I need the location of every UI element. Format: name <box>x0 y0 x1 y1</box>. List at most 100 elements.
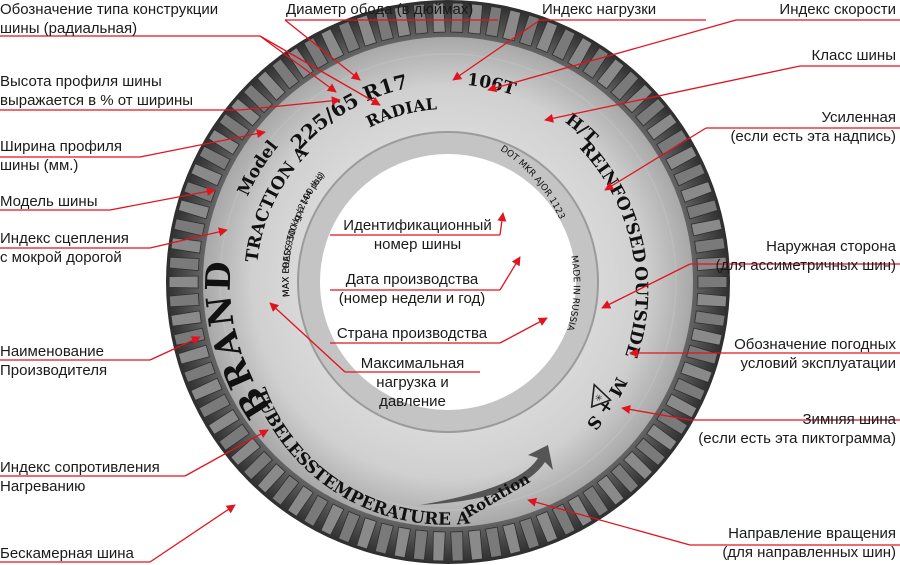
label-production-date: Дата производства (номер недели и год) <box>338 271 486 307</box>
tread-block <box>551 28 576 61</box>
tread-block <box>623 83 653 114</box>
tread-block <box>646 423 678 451</box>
tread-block <box>230 437 261 466</box>
label-country: Страна производства <box>336 325 488 342</box>
tread-block <box>413 3 429 35</box>
tread-block <box>665 393 698 419</box>
label-tire-model: Модель шины <box>0 193 98 210</box>
tread-block <box>374 9 394 42</box>
tread-block <box>690 218 723 237</box>
tread-block <box>271 58 300 90</box>
tread-block <box>337 510 361 544</box>
tread-block <box>635 437 666 466</box>
tread-block <box>374 522 394 555</box>
tread-block <box>686 199 719 220</box>
label-rotation: Направление вращения (для направленных ш… <box>722 525 896 561</box>
tread-block <box>190 377 223 401</box>
tread-block <box>320 503 345 536</box>
tread-block <box>173 218 206 237</box>
tread-block <box>582 47 609 79</box>
tread-block <box>673 163 706 187</box>
tread-block <box>413 529 429 561</box>
label-profile-width: Ширина профиля шины (мм.) <box>0 138 123 174</box>
tread-block <box>303 37 329 70</box>
tread-block <box>177 344 210 365</box>
tread-block <box>502 522 522 555</box>
label-reinforced: Усиленная (если есть эта надпись) <box>730 109 896 145</box>
tread-block <box>582 485 609 517</box>
tread-block <box>567 494 593 527</box>
label-load-index: Индекс нагрузки <box>542 1 657 18</box>
label-tubeless: Бескамерная шина <box>0 545 134 562</box>
tread-block <box>256 70 286 101</box>
tread-block <box>177 199 210 220</box>
label-heat-resistance: Индекс сопротивления Нагреванию <box>0 459 160 495</box>
tread-block <box>271 474 300 506</box>
leader-lines <box>0 19 900 563</box>
tread-block <box>432 2 446 33</box>
label-profile-height: Высота профиля шины выражается в % от ши… <box>0 73 194 109</box>
tread-block <box>680 361 713 383</box>
label-manufacturer: Наименование Производителя <box>0 343 108 379</box>
tread-block <box>623 450 653 481</box>
tread-block <box>450 2 464 33</box>
tread-block <box>190 163 223 187</box>
tread-block <box>432 531 446 562</box>
tread-block <box>535 20 559 54</box>
label-weather: Обозначение погодных условий эксплуатаци… <box>734 336 896 372</box>
tread-block <box>218 113 250 141</box>
tread-block <box>646 113 678 141</box>
tread-block <box>694 310 726 327</box>
tread-block <box>450 531 464 562</box>
tread-block <box>596 58 625 90</box>
label-speed-index: Индекс скорости <box>779 1 896 18</box>
tread-block <box>393 5 411 38</box>
tread-block <box>567 37 593 70</box>
label-id-number: Идентификационный номер шины <box>343 217 492 253</box>
tread-block <box>697 275 728 289</box>
label-max-load: Максимальная нагрузка и давление <box>360 355 465 410</box>
tread-block <box>320 28 345 61</box>
tread-block <box>208 408 240 435</box>
label-tire-class: Класс шины <box>811 47 896 64</box>
winter-snowflake-icon: ✳ <box>590 382 612 409</box>
tread-block <box>256 463 286 494</box>
tread-block <box>694 237 726 254</box>
label-outside: Наружная сторона (для ассиметричных шин) <box>715 238 897 274</box>
label-rim-diameter: Диаметр обода (в дюймах) <box>286 1 474 18</box>
tread-block <box>168 275 199 289</box>
tread-block <box>467 529 483 561</box>
tread-block <box>610 70 640 101</box>
rim-opening <box>320 154 576 410</box>
tread-block <box>665 145 698 171</box>
tread-block <box>356 14 378 47</box>
tread-block <box>485 526 503 559</box>
tread-block <box>518 517 540 550</box>
tread-block <box>183 361 216 383</box>
label-winter: Зимняя шина (если есть эта пиктограмма) <box>698 411 896 447</box>
tread-block <box>518 14 540 47</box>
tread-block <box>168 256 200 272</box>
tread-block <box>535 510 559 544</box>
label-construction-type: Обозначение типа конструкции шины (радиа… <box>0 1 219 37</box>
tread-block <box>303 494 329 527</box>
tread-block <box>393 526 411 559</box>
tread-block <box>230 98 261 127</box>
tread-block <box>485 5 503 38</box>
tread-block <box>696 292 728 308</box>
tread-block <box>680 181 713 203</box>
tread-block <box>690 327 723 346</box>
tread-block <box>635 98 666 127</box>
tread-pattern <box>168 2 728 562</box>
tread-block <box>287 485 314 517</box>
tread-block <box>337 20 361 54</box>
tread-block <box>168 292 200 308</box>
tread-block <box>673 377 706 401</box>
tread-block <box>198 145 231 171</box>
rotation-arrow-icon <box>420 445 553 505</box>
tread-block <box>356 517 378 550</box>
tread-block <box>208 129 240 156</box>
tread-block <box>218 423 250 451</box>
